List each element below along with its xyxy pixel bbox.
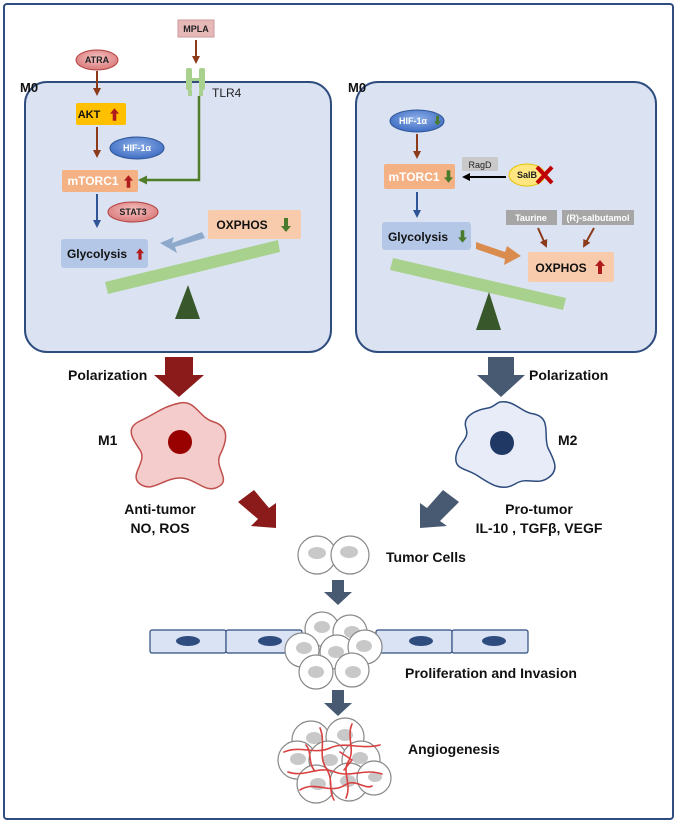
right-seesaw-bar (390, 258, 566, 310)
left-mtorc1-box (62, 170, 138, 192)
angiogenesis-label: Angiogenesis (408, 741, 500, 757)
right-mtorc1-label: mTORC1 (388, 170, 439, 184)
right-oxphos-box (528, 252, 614, 282)
salb-label: SalB (517, 170, 538, 180)
right-glycolysis-label: Glycolysis (388, 230, 448, 244)
right-metabolic-shift-arrow (476, 242, 521, 265)
left-polarization-label: Polarization (68, 367, 147, 383)
left-cell-label: M0 (20, 80, 38, 95)
stat3-label: STAT3 (119, 207, 146, 217)
taurine-label: Taurine (515, 213, 547, 223)
right-polarization-label: Polarization (529, 367, 608, 383)
tlr4-label: TLR4 (212, 86, 242, 100)
left-glycolysis-label: Glycolysis (67, 247, 127, 261)
taurine-box (506, 210, 557, 225)
left-glycolysis-box (61, 239, 148, 268)
left-metabolic-shift-arrow (160, 232, 205, 253)
salb-blocked-icon (535, 165, 554, 185)
proliferation-label: Proliferation and Invasion (405, 665, 577, 681)
left-mtorc1-label: mTORC1 (67, 174, 118, 188)
m2-role: Pro-tumor (505, 501, 573, 517)
salbutamol-box (562, 210, 634, 225)
tumor-to-invasion-arrow (324, 580, 352, 605)
right-hif-label: HIF-1α (399, 116, 428, 126)
tlr4-receptor (186, 68, 205, 96)
right-seesaw-fulcrum (476, 292, 501, 330)
salbutamol-arrow (583, 227, 595, 248)
tlr4-to-mtorc1-arrow (138, 96, 201, 185)
invasion-to-angiogenesis-arrow (324, 690, 352, 716)
mpla-label: MPLA (183, 24, 209, 34)
akt-label: AKT (78, 109, 101, 121)
right-hif-node (389, 109, 445, 133)
taurine-arrow (537, 227, 548, 248)
stat3-node (107, 201, 159, 223)
m1-role: Anti-tumor (124, 501, 196, 517)
left-hif-node (109, 136, 165, 160)
m1-to-tumor-arrow (238, 490, 276, 528)
invading-tumor-cluster (284, 611, 383, 690)
salbutamol-label: (R)-salbutamol (567, 213, 630, 223)
right-cell-label: M0 (348, 80, 366, 95)
m1-nucleus (168, 430, 192, 454)
right-panel: M0 HIF-1α mTORC1 RagD SalB Glycolysis Ta… (348, 80, 657, 353)
right-oxphos-label: OXPHOS (535, 261, 586, 275)
blood-vessels (283, 723, 383, 801)
left-cell-membrane (24, 81, 332, 353)
m2-products: IL-10 , TGFβ, VEGF (476, 520, 603, 536)
left-panel: M0 MPLA TLR4 ATRA AKT HIF-1α mTORC1 (20, 19, 332, 353)
ragd-box (462, 157, 498, 171)
left-oxphos-label: OXPHOS (216, 218, 267, 232)
left-hif-label: HIF-1α (123, 143, 152, 153)
left-oxphos-box (208, 210, 301, 239)
m1-label: M1 (98, 432, 118, 448)
mpla-box (177, 19, 215, 38)
m2-to-tumor-arrow (420, 490, 459, 528)
left-polarization-arrow (154, 357, 204, 397)
right-polarization-arrow (477, 357, 525, 397)
left-seesaw-fulcrum (175, 285, 200, 319)
m2-label: M2 (558, 432, 578, 448)
m2-nucleus (490, 431, 514, 455)
atra-node (75, 49, 119, 71)
ragd-label: RagD (468, 160, 492, 170)
tumor-cells (297, 535, 370, 575)
atra-label: ATRA (85, 55, 110, 65)
tumor-cells-label: Tumor Cells (386, 549, 466, 565)
m1-products: NO, ROS (130, 520, 189, 536)
right-glycolysis-box (382, 222, 471, 250)
left-seesaw-bar (105, 240, 280, 294)
right-mtorc1-box (384, 164, 455, 189)
